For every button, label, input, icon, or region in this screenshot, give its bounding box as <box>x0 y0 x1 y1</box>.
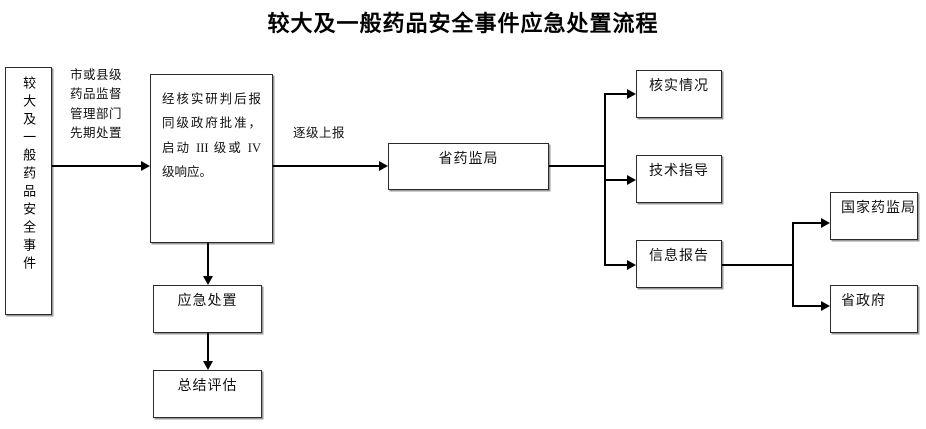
connector-provincial-mpa-to-bus <box>549 165 606 167</box>
connector-right-bus-to-national-mpa <box>792 222 822 224</box>
edge-label-initial-handling-l2: 药品监督 <box>70 87 123 102</box>
node-information-report: 信息报告 <box>636 240 722 288</box>
arrowhead-right-bus-to-provincial-government <box>821 301 830 311</box>
edge-label-initial-handling-l3: 管理部门 <box>70 106 123 121</box>
page-title: 较大及一般药品安全事件应急处置流程 <box>267 11 659 36</box>
arrowhead-bus-to-technical <box>627 175 636 185</box>
node-source-label: 较大及一般药品安全事件 <box>21 76 37 274</box>
node-verify-situation: 核实情况 <box>636 70 722 118</box>
connector-bus-to-verify <box>604 93 628 95</box>
arrowhead-assess-to-emergency <box>203 276 213 285</box>
connector-information-to-right-bus <box>722 264 794 266</box>
connector-emergency-to-summary <box>207 333 209 362</box>
arrowhead-emergency-to-summary <box>203 361 213 370</box>
arrowhead-assess-to-provincial-mpa <box>379 161 388 171</box>
arrowhead-bus-to-verify <box>627 89 636 99</box>
connector-assess-to-emergency <box>207 243 209 277</box>
arrowhead-bus-to-information <box>627 260 636 270</box>
node-provincial-government: 省政府 <box>830 285 918 333</box>
node-assess-label: 经核实研判后报同级政府批准，启动 III 级或 IV 级响应。 <box>162 92 261 180</box>
arrowhead-source-to-assess <box>141 161 150 171</box>
node-provincial-mpa: 省药监局 <box>388 143 549 190</box>
node-source: 较大及一般药品安全事件 <box>5 67 52 315</box>
node-emergency-handling-label: 应急处置 <box>177 294 238 309</box>
edge-label-initial-handling: 市或县级 药品监督 管理部门 先期处置 <box>70 66 122 144</box>
node-verify-situation-label: 核实情况 <box>649 79 709 94</box>
node-national-mpa-label: 国家药监局 <box>841 201 916 216</box>
connector-bus-to-information <box>604 264 628 266</box>
node-technical-guidance-label: 技术指导 <box>649 164 709 179</box>
node-provincial-government-label: 省政府 <box>841 294 886 309</box>
edge-label-initial-handling-l1: 市或县级 <box>70 68 123 82</box>
node-assess: 经核实研判后报同级政府批准，启动 III 级或 IV 级响应。 <box>150 74 273 243</box>
node-national-mpa: 国家药监局 <box>830 192 918 240</box>
node-technical-guidance: 技术指导 <box>636 155 722 203</box>
node-provincial-mpa-label: 省药监局 <box>438 152 499 167</box>
connector-right-bus <box>792 223 794 306</box>
edge-label-report-up: 逐级上报 <box>293 126 346 140</box>
connector-assess-to-provincial-mpa <box>273 165 380 167</box>
connector-source-to-assess <box>52 165 142 167</box>
node-emergency-handling: 应急处置 <box>153 285 262 333</box>
arrowhead-right-bus-to-national-mpa <box>821 218 830 228</box>
node-summary-evaluation: 总结评估 <box>153 370 262 418</box>
connector-bus-to-technical <box>604 179 628 181</box>
connector-right-bus-to-provincial-government <box>792 305 822 307</box>
edge-label-initial-handling-l4: 先期处置 <box>70 126 123 141</box>
node-information-report-label: 信息报告 <box>649 249 709 264</box>
node-summary-evaluation-label: 总结评估 <box>177 379 238 394</box>
